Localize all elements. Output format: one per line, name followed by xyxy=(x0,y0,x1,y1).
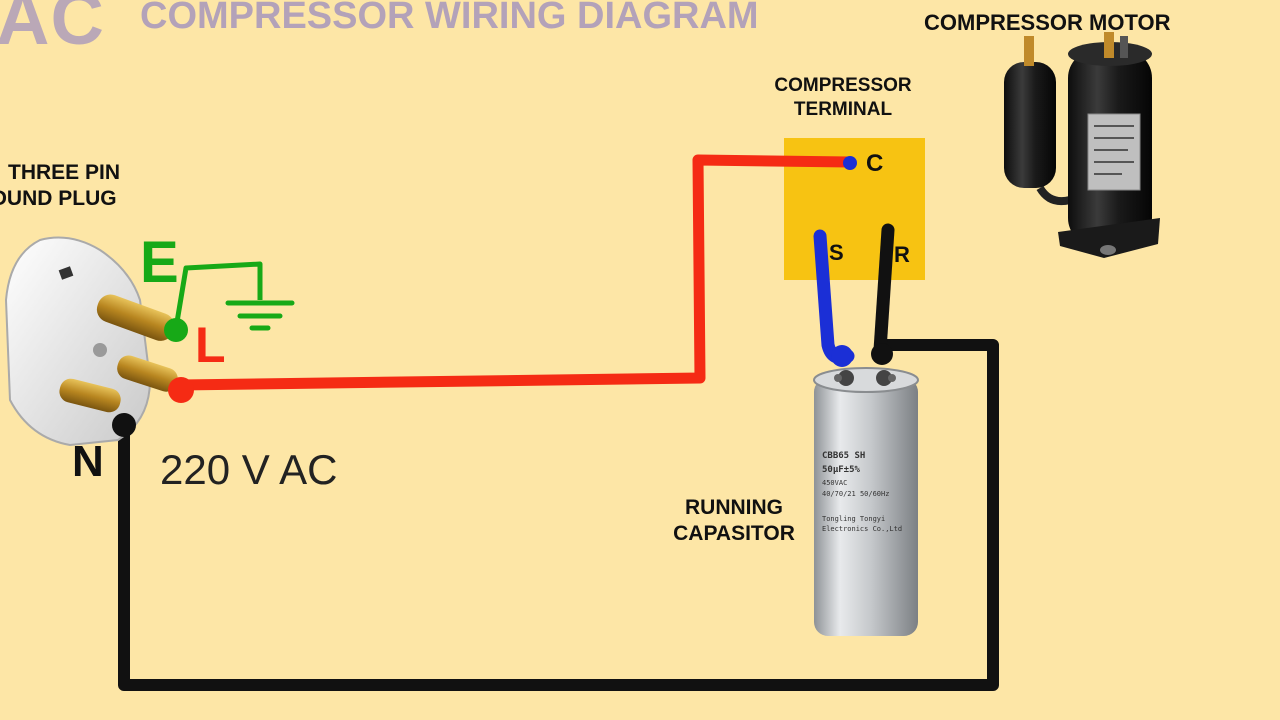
compressor-motor-label: COMPRESSOR MOTOR xyxy=(924,10,1171,35)
capacitor-label-line2: CAPASITOR xyxy=(673,522,795,546)
three-pin-plug xyxy=(4,236,178,447)
neutral-pin-label: N xyxy=(72,437,104,486)
neutral-pin-dot xyxy=(112,413,136,437)
ground-symbol-icon xyxy=(225,300,295,331)
neutral-wire xyxy=(118,339,999,691)
cap-maker-2: Electronics Co.,Ltd xyxy=(822,525,903,534)
compressor-terminal-label: COMPRESSOR TERMINAL xyxy=(762,74,924,122)
plug-label: THREE PIN ROUND PLUG xyxy=(0,160,121,213)
cap-frequency: 50/60Hz xyxy=(859,489,890,498)
capacitor-label-line1: RUNNING xyxy=(685,496,783,519)
earth-wire xyxy=(173,261,263,329)
earth-pin-dot xyxy=(164,318,188,342)
terminal-label-line2: TERMINAL xyxy=(793,98,893,120)
run-wire xyxy=(873,223,895,357)
page-title: COMPRESSOR WIRING DIAGRAM xyxy=(140,0,759,37)
capacitor-start-terminal xyxy=(831,345,853,367)
cap-maker-1: Tongling Tongyi xyxy=(822,514,886,523)
cap-capacitance: 50μF±5% xyxy=(822,464,860,475)
live-wire xyxy=(174,154,856,391)
title-prefix: AC xyxy=(0,0,105,60)
voltage-label: 220 V AC xyxy=(160,446,338,493)
terminal-start-label: S xyxy=(829,240,844,265)
live-pin-label: L xyxy=(195,317,226,373)
terminal-common-label: C xyxy=(866,150,884,177)
plug-label-line1: THREE PIN xyxy=(8,161,121,184)
capacitor-label: RUNNING CAPASITOR xyxy=(664,495,804,548)
terminal-label-line1: COMPRESSOR xyxy=(774,75,912,96)
cap-voltage: 450VAC xyxy=(822,478,848,487)
terminal-c-dot xyxy=(843,156,857,170)
earth-pin-label: E xyxy=(140,230,179,295)
cap-date: 40/70/21 xyxy=(822,489,856,498)
capacitor-run-terminal xyxy=(871,343,893,365)
plug-label-line2: ROUND PLUG xyxy=(0,187,117,211)
cap-model: CBB65 SH xyxy=(822,451,866,461)
live-pin-dot xyxy=(168,377,194,403)
run-capacitor xyxy=(813,367,919,636)
capacitor-markings: CBB65 SH 50μF±5% 450VAC 40/70/21 50/60Hz… xyxy=(822,450,914,535)
terminal-run-label: R xyxy=(894,242,910,267)
compressor-motor-image xyxy=(1004,32,1160,258)
